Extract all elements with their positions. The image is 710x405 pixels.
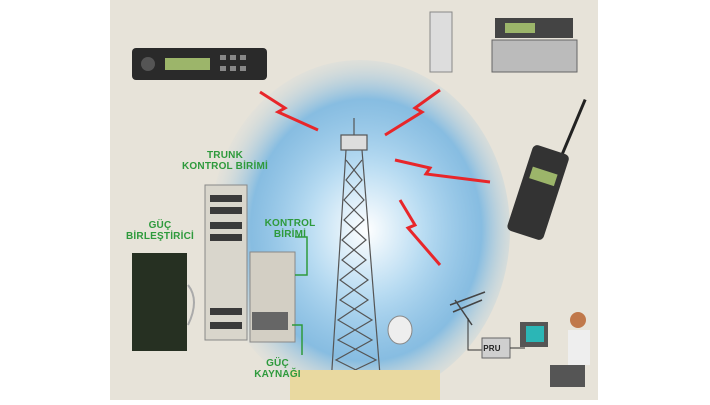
control-unit-label: KONTROL BİRİMİ bbox=[255, 218, 325, 240]
base-station-radio bbox=[429, 11, 578, 73]
pru-label: PRU bbox=[483, 344, 501, 353]
label-line: TRUNK bbox=[207, 150, 243, 161]
guc-kaynagi-pointer bbox=[292, 324, 303, 355]
power-combiner-label: GÜÇ BİRLEŞTİRİCİ bbox=[115, 220, 205, 242]
mobile-radio-unit bbox=[132, 48, 267, 80]
radio-tower bbox=[329, 118, 383, 401]
label-line: KAYNAĞI bbox=[254, 369, 301, 380]
trunk-radio-system-diagram: PRU TRUNK KONTROL BİRİMİ GÜÇ BİRLEŞTİRİC… bbox=[110, 0, 598, 401]
dish-antenna bbox=[387, 315, 413, 345]
building bbox=[290, 370, 440, 400]
pru-workstation bbox=[449, 291, 590, 387]
label-line: GÜÇ bbox=[148, 220, 172, 231]
equipment-racks bbox=[132, 184, 308, 355]
signal-bolts bbox=[259, 88, 491, 266]
label-line: GÜÇ bbox=[266, 358, 289, 369]
label-line: KONTROL bbox=[264, 218, 316, 229]
power-supply-label: GÜÇ KAYNAĞI bbox=[245, 358, 310, 380]
kontrol-pointer bbox=[295, 236, 308, 276]
label-line: BİRLEŞTİRİCİ bbox=[126, 231, 194, 242]
label-line: BİRİMİ bbox=[273, 229, 307, 240]
diagram-illustration bbox=[110, 0, 598, 401]
label-line: KONTROL BİRİMİ bbox=[182, 161, 268, 172]
trunk-control-unit-label: TRUNK KONTROL BİRİMİ bbox=[170, 150, 280, 172]
handheld-radio bbox=[507, 98, 587, 240]
